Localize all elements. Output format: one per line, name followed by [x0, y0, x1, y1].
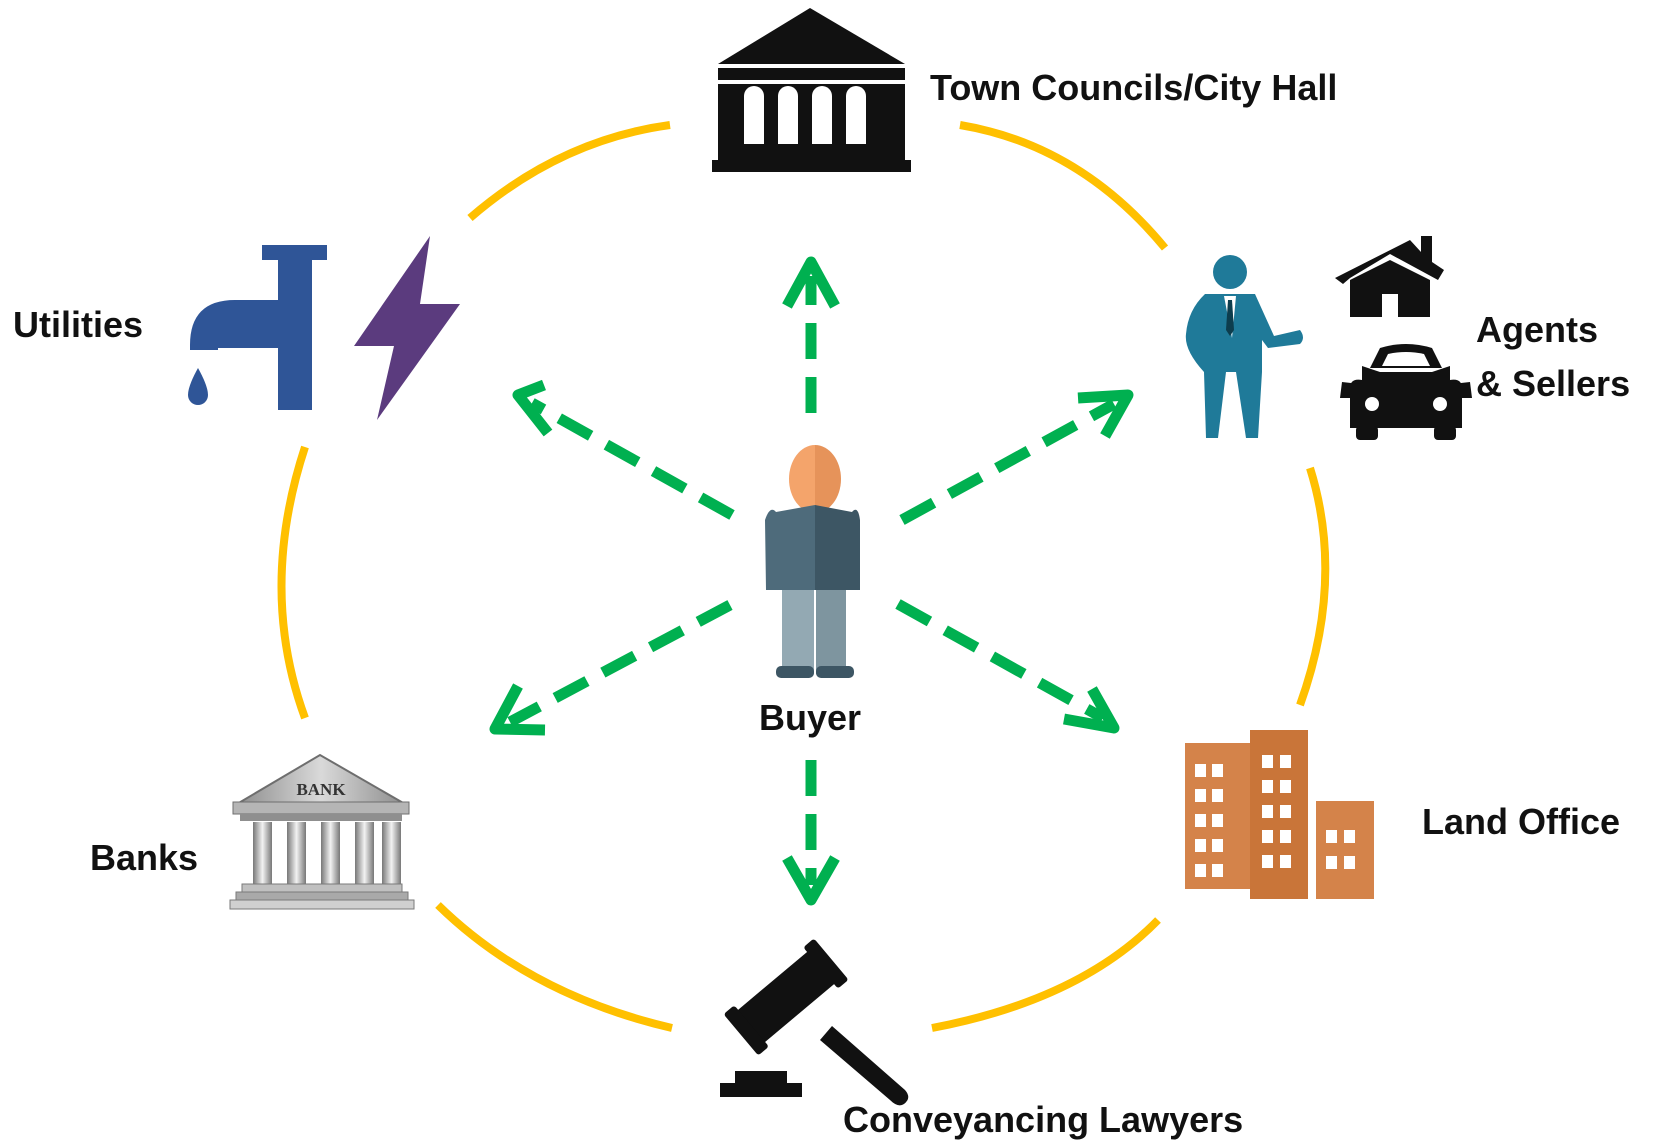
node-label-conveyancing-lawyers: Conveyancing Lawyers [843, 1099, 1244, 1140]
ring-segment-right [1296, 466, 1330, 707]
ring [277, 121, 1330, 1032]
government-building-icon [712, 8, 911, 172]
arrow-to-town-councils [782, 256, 840, 413]
node-label-agents: Agents [1476, 309, 1599, 350]
ring-segment-bottom-right [931, 917, 1161, 1032]
node-label-sellers: & Sellers [1476, 363, 1631, 404]
arrow-to-banks [489, 600, 733, 736]
ring-segment-top-left [467, 121, 671, 222]
ring-segment-top-right [959, 121, 1169, 251]
arrows [489, 256, 1134, 906]
house-icon [1335, 236, 1444, 317]
arrow-to-utilities [512, 379, 735, 520]
bank-icon: BANK [229, 753, 415, 910]
node-label-land-office: Land Office [1422, 801, 1621, 842]
center-label-buyer: Buyer [759, 697, 862, 738]
arrow-to-land-office [895, 599, 1120, 734]
ring-segment-left [277, 445, 309, 720]
ring-segment-bottom-left [435, 902, 673, 1032]
bank-sign: BANK [296, 780, 346, 799]
node-label-utilities: Utilities [13, 304, 144, 345]
car-icon [1340, 344, 1472, 440]
agent-person-icon [1185, 255, 1303, 438]
node-label-town-councils: Town Councils/City Hall [930, 67, 1338, 108]
lightning-bolt-icon [354, 236, 460, 420]
office-buildings-icon [1185, 730, 1374, 899]
water-tap-icon [188, 245, 327, 410]
arrow-to-agents [899, 389, 1134, 525]
buyer-person-icon [765, 445, 860, 678]
node-label-banks: Banks [90, 837, 199, 878]
arrow-to-lawyers [782, 760, 840, 906]
gavel-icon [720, 939, 909, 1106]
